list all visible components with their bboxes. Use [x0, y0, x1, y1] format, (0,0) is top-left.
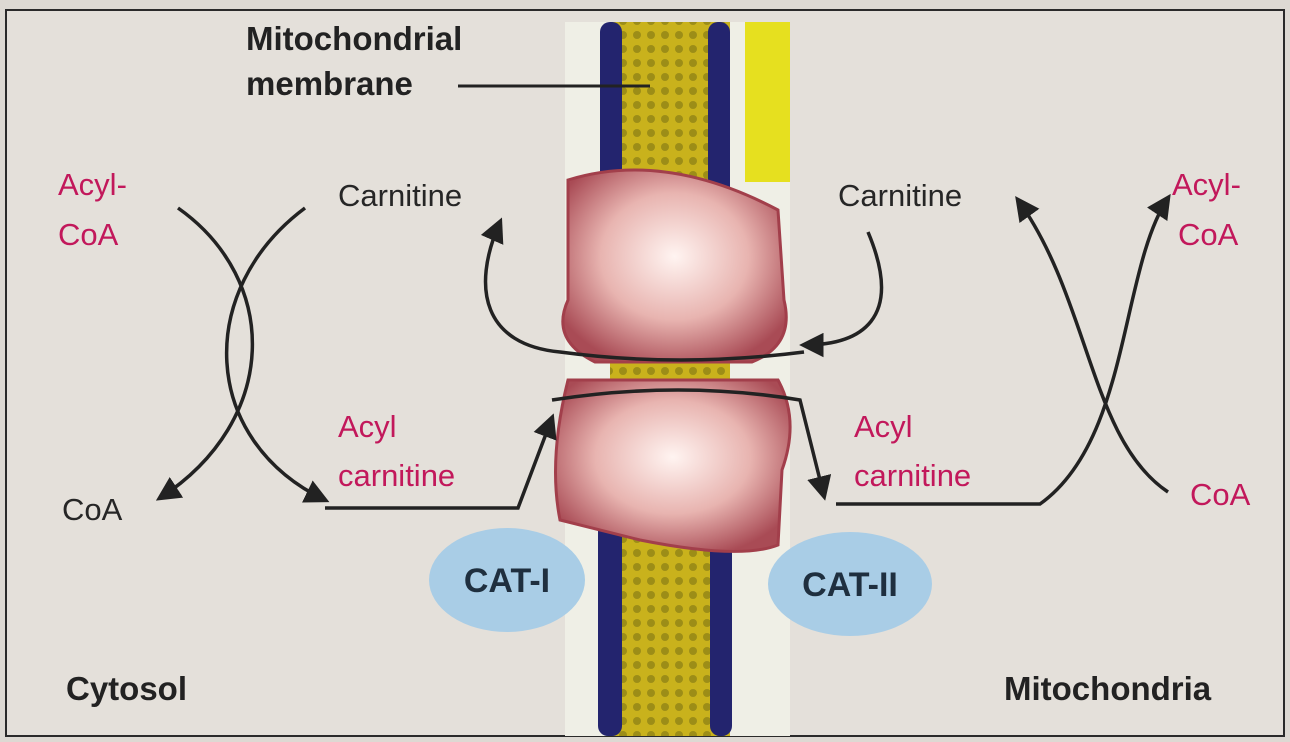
mito-coa-label: CoA [1190, 477, 1251, 512]
cytosol-region-label: Cytosol [66, 670, 187, 707]
cytosol-carnitine-label: Carnitine [338, 178, 462, 213]
mito-acylcarnitine-line1: Acyl [854, 409, 913, 444]
cat-ii-label: CAT-II [802, 566, 898, 604]
mitochondria-region-label: Mitochondria [1004, 670, 1212, 707]
mito-acylcarnitine-line2: carnitine [854, 458, 971, 493]
mito-acyl-coa-line1: Acyl- [1172, 167, 1241, 202]
membrane-label-line2: membrane [246, 65, 413, 102]
mito-acyl-coa-line2: CoA [1178, 217, 1239, 252]
cytosol-acylcarnitine-line2: carnitine [338, 458, 455, 493]
mito-carnitine-label: Carnitine [838, 178, 962, 213]
membrane-label-line1: Mitochondrial [246, 20, 462, 57]
cat-i-label: CAT-I [464, 562, 550, 600]
cytosol-coa-label: CoA [62, 492, 123, 527]
cytosol-acylcarnitine-line1: Acyl [338, 409, 397, 444]
cytosol-acyl-coa-line1: Acyl- [58, 167, 127, 202]
cytosol-acyl-coa-line2: CoA [58, 217, 119, 252]
